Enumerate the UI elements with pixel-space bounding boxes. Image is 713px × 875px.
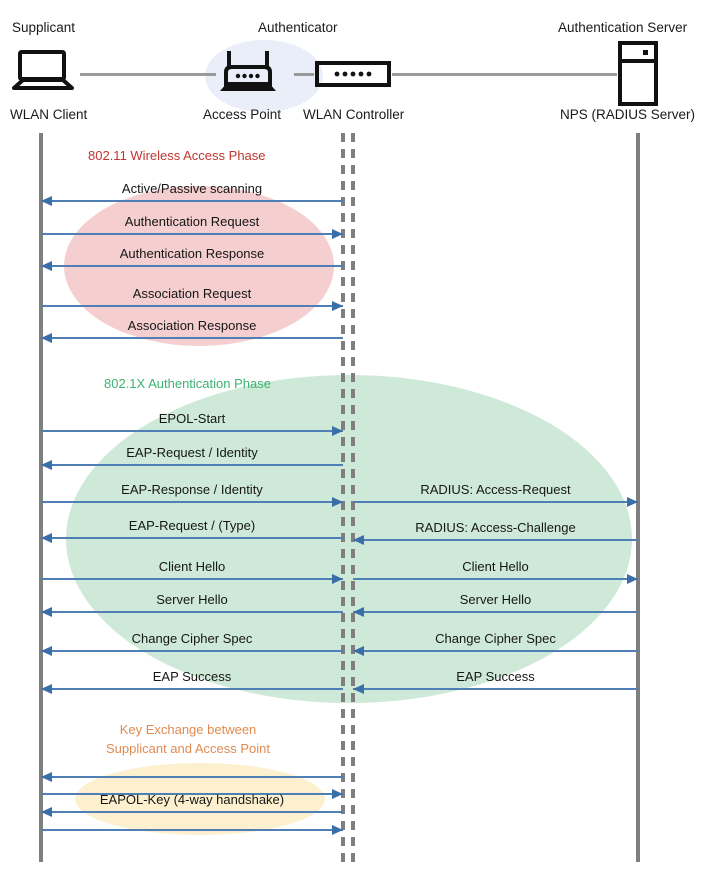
message-supplicant-ap-arrowhead-right: [332, 497, 343, 507]
message-supplicant-ap-label: EAP Success: [152, 669, 232, 684]
message-supplicant-ap-line: [41, 537, 343, 539]
message-controller-nps-line: [353, 578, 638, 580]
message-supplicant-ap-line: [41, 265, 343, 267]
message-supplicant-ap-label: EAP-Response / Identity: [121, 482, 263, 497]
role-title-authenticator: Authenticator: [258, 20, 338, 35]
message-controller-nps-label: Server Hello: [459, 592, 532, 607]
lifeline-nps-server: [636, 133, 640, 862]
message-supplicant-ap-label: Association Request: [132, 286, 252, 301]
phase-title-key-exchange: Key Exchange between Supplicant and Acce…: [88, 721, 288, 759]
wlan-controller-icon: [315, 61, 391, 92]
message-supplicant-ap-arrowhead-right: [332, 574, 343, 584]
phase-title-key-exchange-line2: Supplicant and Access Point: [105, 740, 271, 756]
message-supplicant-ap-arrowhead-left: [41, 261, 52, 271]
message-supplicant-ap-label: Client Hello: [158, 559, 226, 574]
message-controller-nps-line: [353, 611, 638, 613]
message-supplicant-ap-line: [41, 578, 343, 580]
message-supplicant-ap-label: Association Response: [127, 318, 257, 333]
phase-title-802-11: 802.11 Wireless Access Phase: [88, 148, 266, 163]
message-supplicant-ap-line: [41, 430, 343, 432]
message-controller-nps-label: Client Hello: [462, 559, 529, 574]
message-supplicant-ap-label: EAPOL-Key (4-way handshake): [99, 792, 285, 807]
message-supplicant-ap-label: Active/Passive scanning: [121, 181, 263, 196]
message-supplicant-ap-arrowhead-right: [332, 789, 343, 799]
message-supplicant-ap-arrowhead-left: [41, 684, 52, 694]
message-supplicant-ap-line: [41, 811, 343, 813]
message-controller-nps-label: RADIUS: Access-Request: [420, 482, 571, 497]
message-supplicant-ap-label: Authentication Response: [119, 246, 265, 261]
message-supplicant-ap-arrowhead-left: [41, 607, 52, 617]
message-controller-nps-arrowhead-left: [353, 684, 364, 694]
message-controller-nps-arrowhead-left: [353, 535, 364, 545]
message-controller-nps-line: [353, 501, 638, 503]
message-supplicant-ap-line: [41, 337, 343, 339]
node-label-wlan-client: WLAN Client: [10, 107, 88, 122]
lifeline-supplicant: [39, 133, 43, 862]
message-supplicant-ap-line: [41, 200, 343, 202]
node-label-wlan-controller: WLAN Controller: [303, 107, 405, 122]
message-supplicant-ap-line: [41, 829, 343, 831]
message-supplicant-ap-arrowhead-left: [41, 807, 52, 817]
message-supplicant-ap-label: Authentication Request: [124, 214, 260, 229]
message-supplicant-ap-arrowhead-left: [41, 460, 52, 470]
message-controller-nps-arrowhead-right: [627, 497, 638, 507]
message-controller-nps-label: RADIUS: Access-Challenge: [415, 520, 576, 535]
message-controller-nps-arrowhead-left: [353, 646, 364, 656]
wire-client-to-ap: [80, 73, 216, 76]
message-controller-nps-line: [353, 539, 638, 541]
message-controller-nps-line: [353, 688, 638, 690]
message-controller-nps-line: [353, 650, 638, 652]
message-supplicant-ap-line: [41, 501, 343, 503]
message-controller-nps-label: Change Cipher Spec: [435, 631, 556, 646]
phase-title-802-1x: 802.1X Authentication Phase: [104, 376, 271, 391]
phase-title-key-exchange-line1: Key Exchange between: [119, 722, 257, 737]
server-icon: [617, 41, 659, 111]
message-supplicant-ap-arrowhead-left: [41, 646, 52, 656]
message-supplicant-ap-arrowhead-left: [41, 333, 52, 343]
role-title-authentication-server: Authentication Server: [558, 20, 688, 35]
message-supplicant-ap-arrowhead-right: [332, 301, 343, 311]
message-supplicant-ap-line: [41, 233, 343, 235]
message-controller-nps-label: EAP Success: [456, 669, 535, 684]
message-supplicant-ap-arrowhead-left: [41, 533, 52, 543]
message-supplicant-ap-label: EPOL-Start: [158, 411, 226, 426]
message-supplicant-ap-line: [41, 464, 343, 466]
message-supplicant-ap-line: [41, 776, 343, 778]
message-supplicant-ap-line: [41, 305, 343, 307]
node-label-access-point: Access Point: [203, 107, 282, 122]
message-supplicant-ap-arrowhead-right: [332, 426, 343, 436]
role-title-supplicant: Supplicant: [12, 20, 76, 35]
message-supplicant-ap-label: EAP-Request / Identity: [126, 445, 258, 460]
lifeline-access-point: [341, 133, 345, 862]
message-supplicant-ap-arrowhead-right: [332, 825, 343, 835]
message-supplicant-ap-arrowhead-left: [41, 196, 52, 206]
message-controller-nps-arrowhead-right: [627, 574, 638, 584]
message-supplicant-ap-label: Server Hello: [156, 592, 228, 607]
message-supplicant-ap-arrowhead-left: [41, 772, 52, 782]
wire-controller-to-nps: [392, 73, 617, 76]
laptop-icon: [12, 50, 74, 97]
access-point-icon: [216, 48, 280, 99]
message-supplicant-ap-arrowhead-right: [332, 229, 343, 239]
phase-ellipse-key-exchange: [75, 763, 325, 835]
message-supplicant-ap-label: Change Cipher Spec: [131, 631, 253, 646]
message-supplicant-ap-line: [41, 793, 343, 795]
lifeline-wlan-controller: [351, 133, 355, 862]
wire-ap-to-controller: [294, 73, 314, 76]
message-supplicant-ap-line: [41, 650, 343, 652]
message-supplicant-ap-line: [41, 688, 343, 690]
node-label-nps-server: NPS (RADIUS Server): [560, 107, 696, 122]
message-supplicant-ap-label: EAP-Request / (Type): [128, 518, 256, 533]
message-controller-nps-arrowhead-left: [353, 607, 364, 617]
message-supplicant-ap-line: [41, 611, 343, 613]
